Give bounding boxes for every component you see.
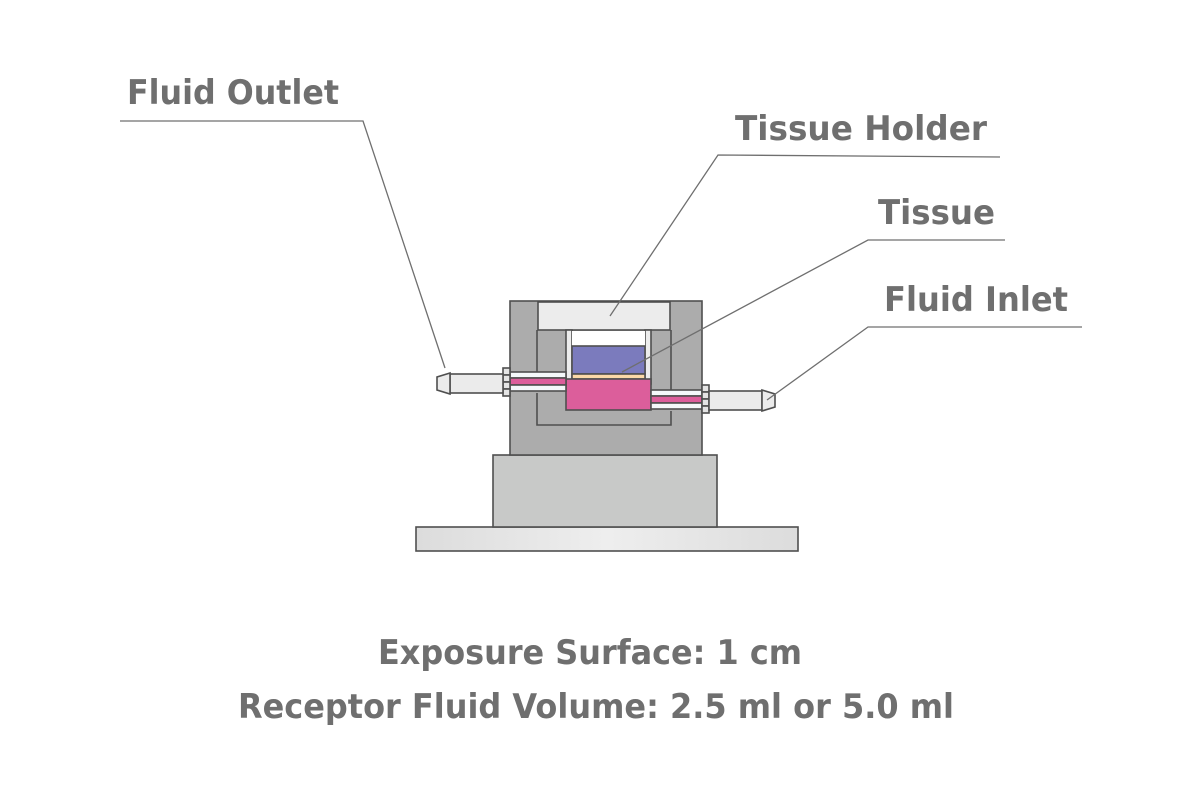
outlet-channel-bottom	[509, 384, 567, 392]
fluid-outlet-label: Fluid Outlet	[127, 73, 339, 113]
outlet-tube	[449, 373, 504, 394]
inlet-nut	[701, 384, 710, 414]
outlet-nut	[502, 367, 511, 397]
tissue-leader	[621, 239, 1005, 373]
inlet-channel-bottom	[650, 402, 703, 410]
inner-recess-outline	[536, 393, 672, 426]
outlet-channel-fluid	[509, 377, 567, 386]
tissue-holder-label: Tissue Holder	[735, 109, 987, 149]
fluid-inlet-leader	[766, 326, 1082, 401]
base-plate	[415, 526, 799, 552]
exposure-surface-caption: Exposure Surface: 1 cm	[378, 633, 802, 673]
inlet-tube-tip	[761, 388, 776, 413]
donor-wall-left	[565, 329, 573, 385]
receptor-chamber	[565, 378, 652, 411]
donor-fluid	[571, 345, 646, 375]
receptor-volume-caption: Receptor Fluid Volume: 2.5 ml or 5.0 ml	[238, 687, 954, 727]
fluid-outlet-leader	[120, 120, 446, 369]
inlet-channel-fluid	[650, 395, 703, 404]
outlet-channel-top	[509, 371, 567, 379]
tissue-holder-cap	[537, 301, 671, 331]
stand-block	[492, 454, 718, 528]
inlet-channel-top	[650, 389, 703, 397]
tissue-label: Tissue	[878, 193, 995, 233]
fluid-inlet-label: Fluid Inlet	[884, 280, 1068, 320]
tissue-holder-leader	[609, 154, 1001, 317]
donor-chamber-empty	[572, 331, 645, 346]
outlet-tube-tip	[436, 371, 451, 396]
inlet-tube	[708, 390, 763, 411]
